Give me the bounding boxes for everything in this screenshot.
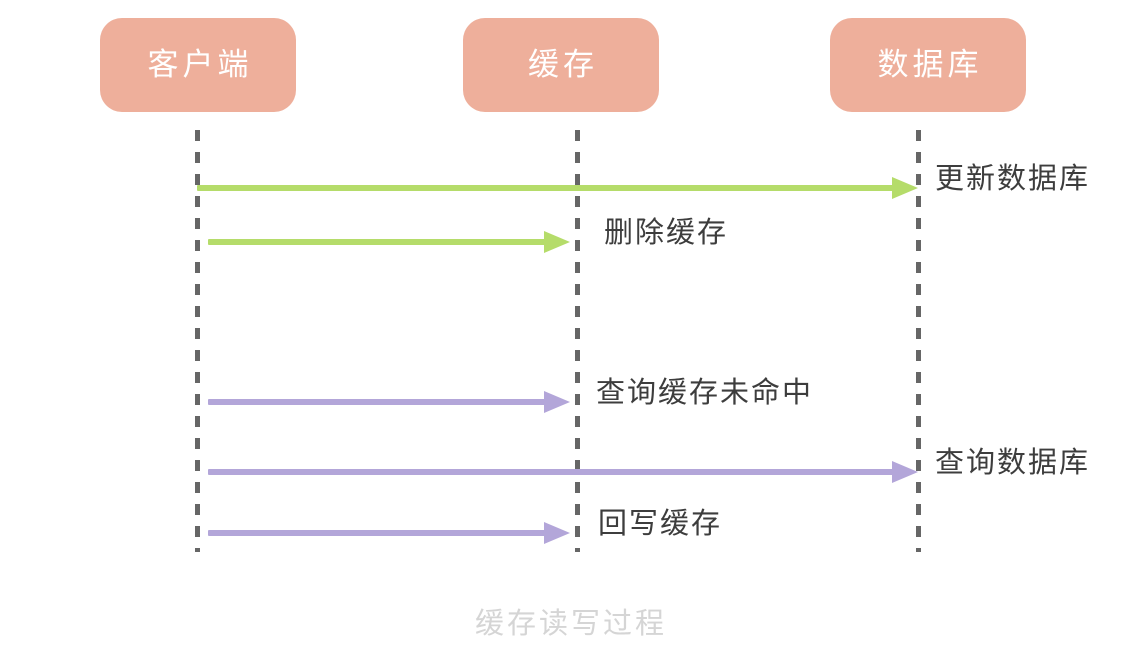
message-label: 更新数据库 <box>935 161 1091 195</box>
message-query-cache-miss[interactable]: 查询缓存未命中 <box>208 375 811 413</box>
message-label: 查询缓存未命中 <box>596 375 814 409</box>
message-line <box>208 399 546 405</box>
message-delete-cache[interactable]: 删除缓存 <box>208 215 726 253</box>
arrowhead-icon <box>544 522 570 544</box>
message-label: 删除缓存 <box>604 215 729 249</box>
message-write-back-cache[interactable]: 回写缓存 <box>208 506 720 544</box>
participant-label: 数据库 <box>877 46 983 83</box>
message-line <box>208 239 546 245</box>
message-line <box>197 185 894 191</box>
message-label: 查询数据库 <box>935 445 1091 479</box>
participant-label: 客户端 <box>147 46 253 83</box>
lifeline-database <box>916 130 921 552</box>
message-line <box>208 530 546 536</box>
message-query-database[interactable]: 查询数据库 <box>208 445 1088 483</box>
participant-box-database[interactable]: 数据库 <box>830 18 1026 112</box>
message-line <box>208 469 894 475</box>
participant-box-client[interactable]: 客户端 <box>100 18 296 112</box>
arrowhead-icon <box>544 231 570 253</box>
lifeline-client <box>195 130 200 552</box>
participant-label: 缓存 <box>528 46 598 83</box>
diagram-caption: 缓存读写过程 <box>474 606 667 640</box>
message-update-database[interactable]: 更新数据库 <box>197 161 1088 199</box>
message-label: 回写缓存 <box>598 506 723 540</box>
arrowhead-icon <box>544 391 570 413</box>
participant-box-cache[interactable]: 缓存 <box>463 18 659 112</box>
lifeline-cache <box>575 130 580 552</box>
arrowhead-icon <box>892 461 918 483</box>
arrowhead-icon <box>892 177 918 199</box>
